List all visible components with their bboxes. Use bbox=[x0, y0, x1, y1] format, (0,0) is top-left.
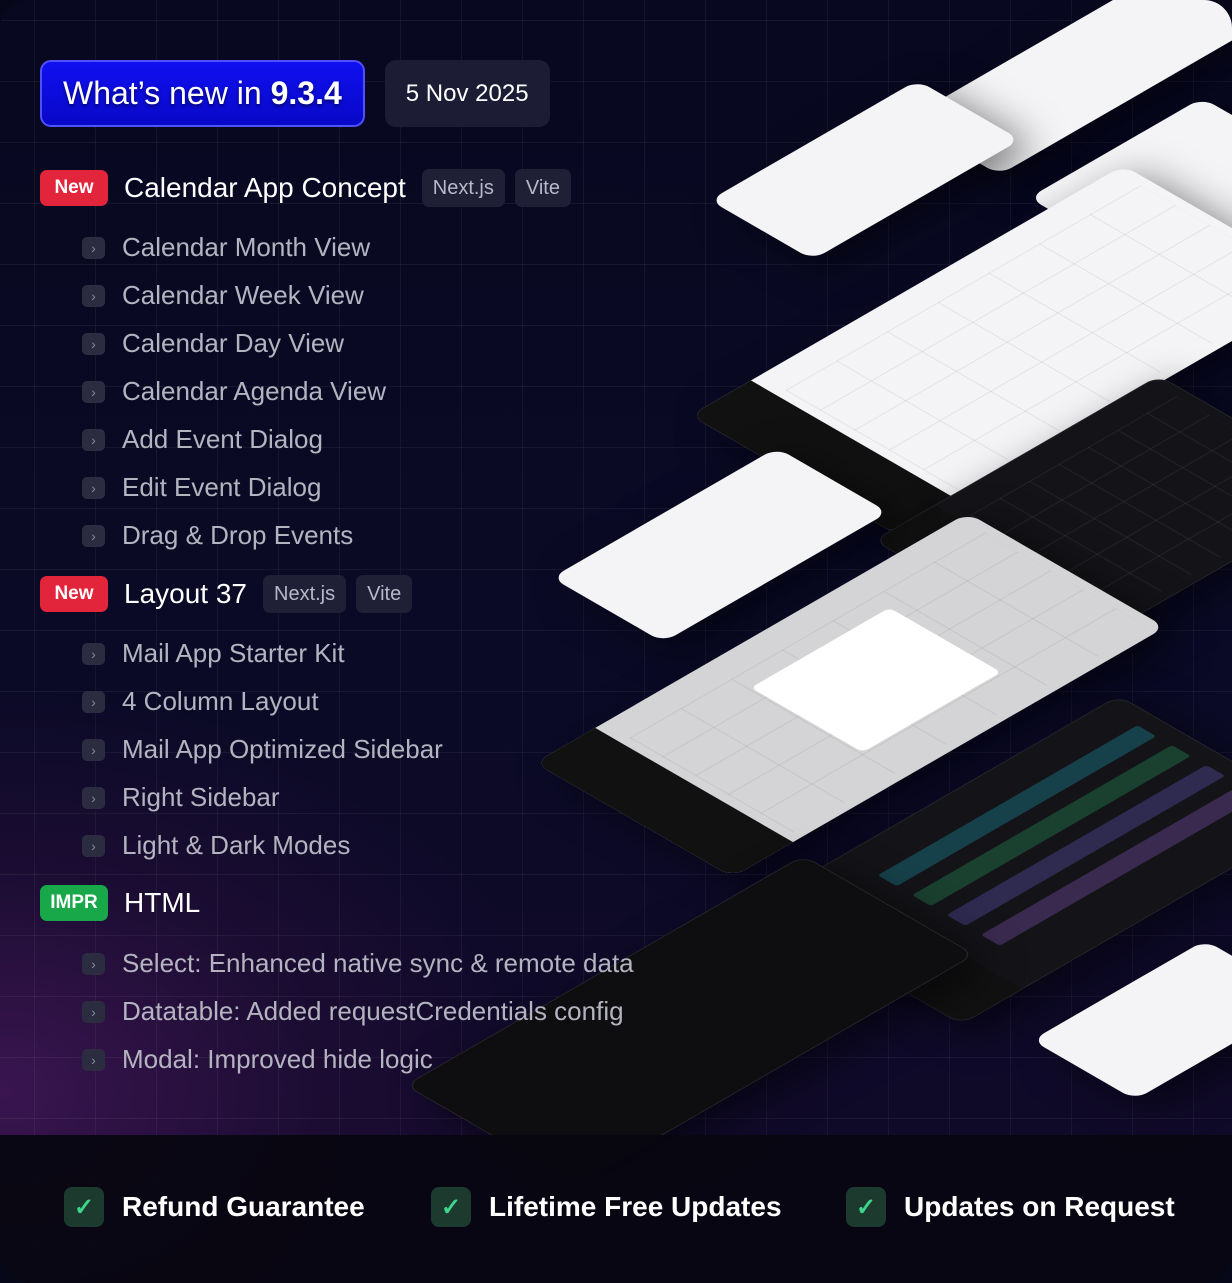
section-title: HTML bbox=[124, 887, 201, 918]
list-item: › Datatable: Added requestCredentials con… bbox=[82, 996, 624, 1027]
item-label: Add Event Dialog bbox=[122, 424, 323, 454]
list-item: › Add Event Dialog bbox=[82, 424, 323, 455]
list-item: › Mail App Optimized Sidebar bbox=[82, 734, 443, 765]
list-item: › Mail App Starter Kit bbox=[82, 638, 345, 669]
list-item: › Light & Dark Modes bbox=[82, 830, 350, 861]
release-date: 5 Nov 2025 bbox=[384, 60, 550, 127]
item-label: Select: Enhanced native sync & remote da… bbox=[122, 948, 634, 978]
check-icon: ✓ bbox=[846, 1187, 886, 1227]
improved-badge: IMPR bbox=[40, 885, 108, 921]
list-item: › Calendar Week View bbox=[82, 280, 364, 311]
list-item: › Modal: Improved hide logic bbox=[82, 1044, 433, 1075]
feature-label: Updates on Request bbox=[904, 1191, 1175, 1222]
list-item: › Calendar Month View bbox=[82, 232, 370, 263]
item-label: 4 Column Layout bbox=[122, 686, 319, 716]
chevron-right-icon: › bbox=[82, 642, 105, 665]
version-prefix: What’s new in bbox=[63, 75, 262, 111]
list-item: › Drag & Drop Events bbox=[82, 520, 353, 551]
section-title: Layout 37 bbox=[124, 578, 247, 609]
chevron-right-icon: › bbox=[82, 834, 105, 857]
list-item: › 4 Column Layout bbox=[82, 686, 319, 717]
section-title: Calendar App Concept bbox=[124, 172, 406, 203]
tag-vite: Vite bbox=[514, 169, 571, 207]
chevron-right-icon: › bbox=[82, 380, 105, 403]
feature-lifetime-updates: ✓ Lifetime Free Updates bbox=[431, 1187, 782, 1227]
item-label: Calendar Month View bbox=[122, 232, 371, 262]
feature-refund: ✓ Refund Guarantee bbox=[64, 1187, 365, 1227]
item-label: Modal: Improved hide logic bbox=[122, 1044, 433, 1074]
new-badge: New bbox=[40, 576, 108, 612]
item-label: Right Sidebar bbox=[122, 782, 280, 812]
feature-label: Lifetime Free Updates bbox=[489, 1191, 782, 1222]
item-label: Calendar Agenda View bbox=[122, 376, 387, 406]
chevron-right-icon: › bbox=[82, 284, 105, 307]
list-item: › Edit Event Dialog bbox=[82, 472, 321, 503]
chevron-right-icon: › bbox=[82, 236, 105, 259]
item-label: Drag & Drop Events bbox=[122, 520, 354, 550]
section-html: IMPR HTML bbox=[40, 885, 200, 921]
tag-nextjs: Next.js bbox=[421, 169, 505, 207]
item-label: Mail App Optimized Sidebar bbox=[122, 734, 443, 764]
item-label: Edit Event Dialog bbox=[122, 472, 322, 502]
features-bar bbox=[0, 1135, 1232, 1283]
item-label: Datatable: Added requestCredentials conf… bbox=[122, 996, 624, 1026]
chevron-right-icon: › bbox=[82, 690, 105, 713]
section-calendar-app: New Calendar App Concept Next.js Vite bbox=[40, 169, 571, 207]
item-label: Mail App Starter Kit bbox=[122, 638, 345, 668]
new-badge: New bbox=[40, 170, 108, 206]
chevron-right-icon: › bbox=[82, 524, 105, 547]
chevron-right-icon: › bbox=[82, 476, 105, 499]
chevron-right-icon: › bbox=[82, 332, 105, 355]
chevron-right-icon: › bbox=[82, 952, 105, 975]
chevron-right-icon: › bbox=[82, 1048, 105, 1071]
chevron-right-icon: › bbox=[82, 738, 105, 761]
item-label: Light & Dark Modes bbox=[122, 830, 351, 860]
item-label: Calendar Day View bbox=[122, 328, 345, 358]
chevron-right-icon: › bbox=[82, 1000, 105, 1023]
chevron-right-icon: › bbox=[82, 428, 105, 451]
list-item: › Right Sidebar bbox=[82, 782, 280, 813]
check-icon: ✓ bbox=[64, 1187, 104, 1227]
section-layout-37: New Layout 37 Next.js Vite bbox=[40, 575, 413, 613]
feature-label: Refund Guarantee bbox=[122, 1191, 365, 1222]
tag-vite: Vite bbox=[356, 575, 413, 613]
list-item: › Calendar Day View bbox=[82, 328, 344, 359]
check-icon: ✓ bbox=[431, 1187, 471, 1227]
list-item: › Calendar Agenda View bbox=[82, 376, 386, 407]
tag-nextjs: Next.js bbox=[263, 575, 347, 613]
list-item: › Select: Enhanced native sync & remote d… bbox=[82, 948, 634, 979]
item-label: Calendar Week View bbox=[122, 280, 364, 310]
version-number: 9.3.4 bbox=[270, 75, 342, 111]
chevron-right-icon: › bbox=[82, 786, 105, 809]
feature-updates-on-request: ✓ Updates on Request bbox=[846, 1187, 1175, 1227]
